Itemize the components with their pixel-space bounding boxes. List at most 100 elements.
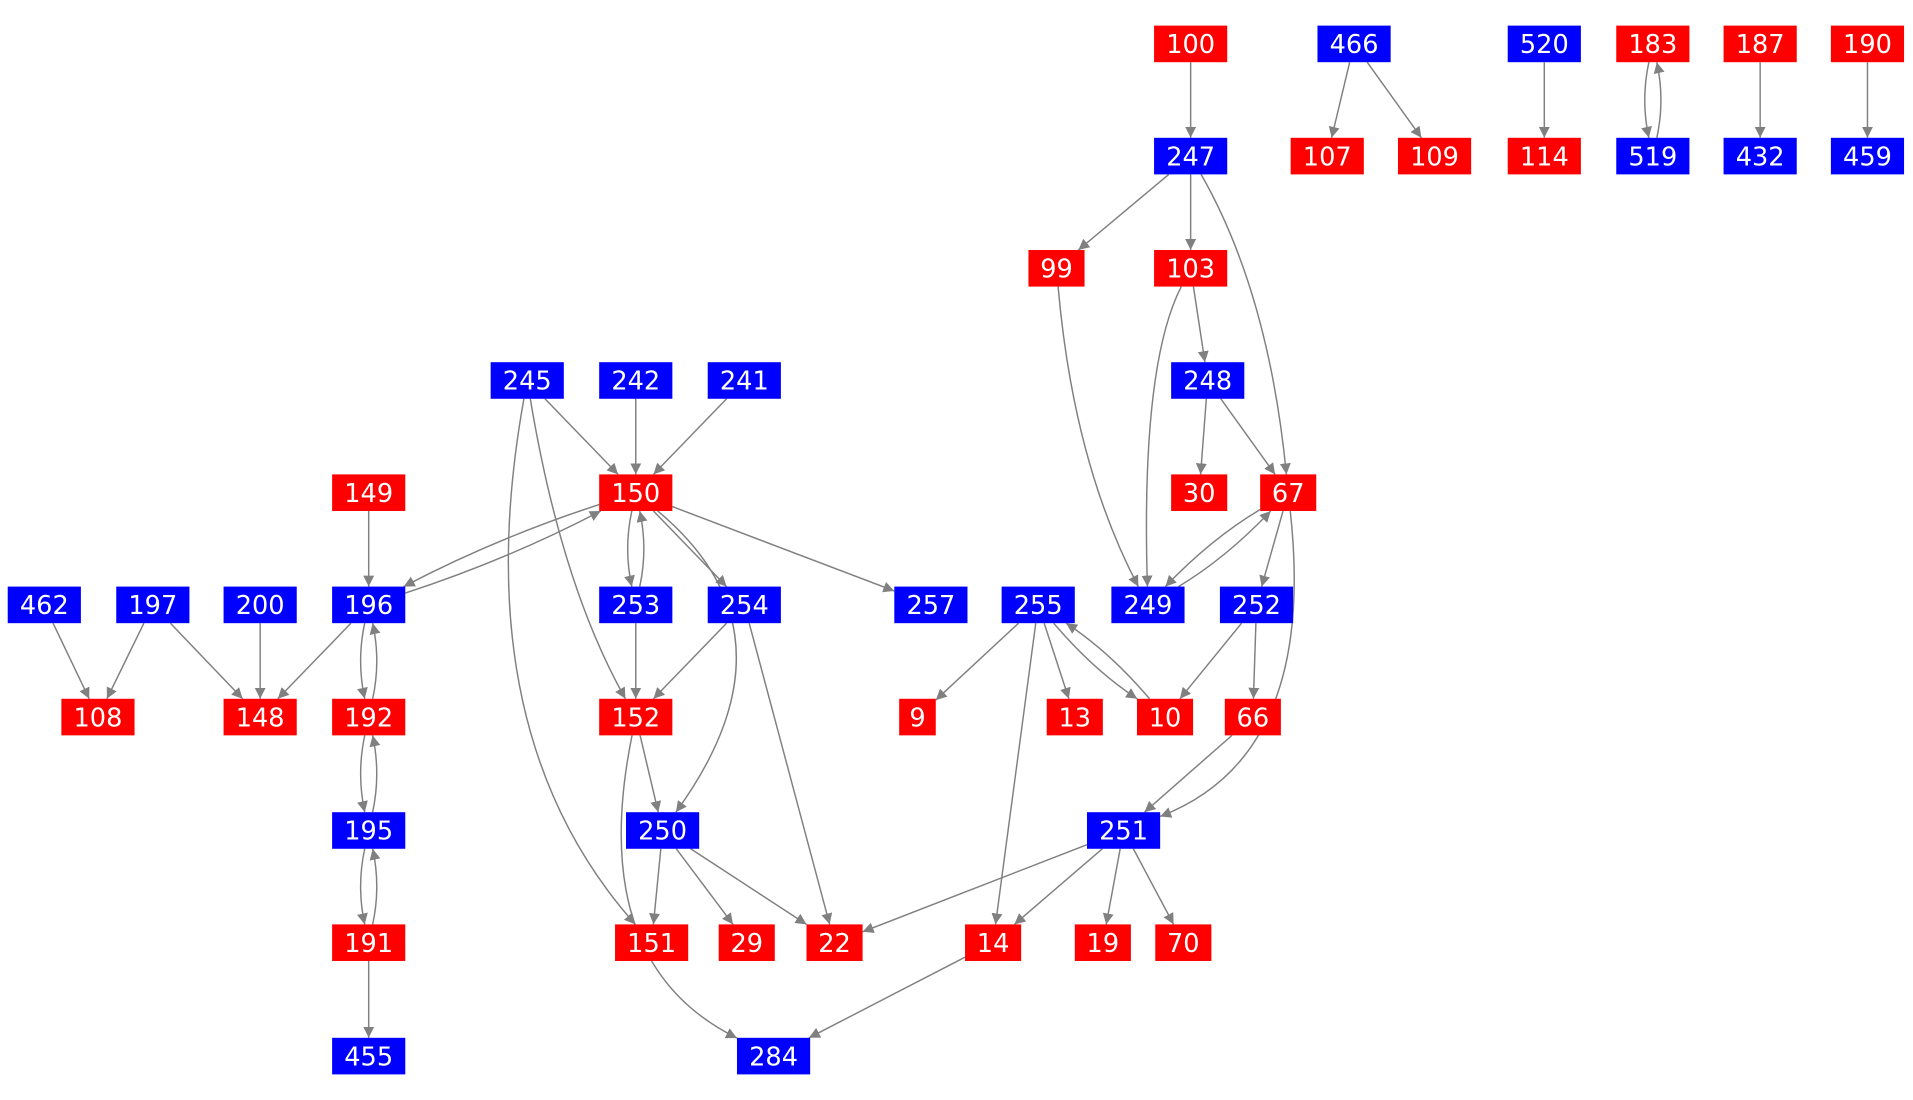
node-box (1001, 586, 1075, 624)
node-box (894, 586, 968, 624)
node-label: 241 (720, 367, 769, 397)
node-box (1155, 924, 1212, 961)
node-box (1171, 474, 1228, 511)
node-label: 149 (344, 479, 393, 509)
node-box (718, 924, 775, 961)
node-box (1028, 250, 1085, 287)
node-107: 107 (1290, 137, 1364, 175)
node-label: 10 (1149, 703, 1182, 733)
node-box (1046, 698, 1103, 736)
edge-152-to-250 (639, 735, 662, 813)
node-100: 100 (1154, 25, 1228, 63)
node-box (1290, 137, 1364, 175)
node-box (1616, 25, 1690, 63)
node-label: 109 (1410, 142, 1459, 172)
node-label: 249 (1124, 591, 1173, 621)
node-label: 70 (1167, 929, 1200, 959)
edge-197-to-148 (169, 622, 244, 700)
node-label: 254 (720, 591, 769, 621)
node-459: 459 (1830, 137, 1905, 175)
node-label: 108 (74, 703, 123, 733)
node-box (599, 362, 673, 399)
node-152: 152 (599, 698, 673, 736)
node-label: 196 (344, 591, 393, 621)
node-70: 70 (1155, 924, 1212, 961)
node-label: 150 (611, 479, 660, 509)
node-label: 114 (1520, 142, 1569, 172)
edge-10-to-255 (1065, 622, 1151, 700)
node-455: 455 (332, 1037, 406, 1075)
node-label: 22 (818, 929, 851, 959)
edge-255-to-13 (1043, 622, 1071, 700)
node-box (223, 586, 297, 624)
node-9: 9 (899, 698, 936, 736)
node-label: 252 (1232, 591, 1281, 621)
edge-245-to-152 (529, 398, 627, 700)
node-box (599, 474, 673, 511)
node-box (332, 924, 406, 961)
edge-66-to-251 (1143, 734, 1233, 813)
node-label: 257 (906, 591, 955, 621)
edge-250-to-29 (675, 848, 734, 925)
node-box (1224, 698, 1281, 736)
edge-251-to-14 (1013, 848, 1103, 925)
node-box (736, 1037, 811, 1075)
node-box (116, 586, 190, 624)
edge-150-to-254 (652, 510, 728, 588)
node-200: 200 (223, 586, 297, 624)
node-14: 14 (965, 924, 1022, 961)
node-151: 151 (615, 924, 689, 961)
node-label: 9 (909, 703, 925, 733)
node-label: 190 (1843, 30, 1892, 60)
node-box (332, 586, 406, 624)
node-99: 99 (1028, 250, 1085, 287)
node-label: 151 (627, 929, 676, 959)
node-label: 253 (611, 591, 660, 621)
node-box (599, 698, 673, 736)
node-box (1111, 586, 1185, 624)
edge-196-to-192 (357, 623, 368, 699)
node-253: 253 (599, 586, 673, 624)
node-192: 192 (332, 698, 406, 736)
node-box (1154, 25, 1228, 63)
edge-466-to-109 (1366, 61, 1423, 139)
node-box (332, 812, 406, 849)
edge-150-to-257 (672, 505, 895, 593)
edge-250-to-22 (690, 848, 807, 926)
edge-241-to-150 (652, 398, 728, 475)
node-box (1723, 25, 1797, 63)
edge-252-to-66 (1248, 623, 1260, 699)
node-box (1136, 698, 1194, 736)
edge-248-to-30 (1195, 398, 1208, 475)
edge-191-to-195 (369, 848, 381, 925)
node-249: 249 (1111, 586, 1185, 624)
node-label: 462 (20, 591, 69, 621)
edge-67-to-249 (1164, 508, 1261, 588)
node-box (899, 698, 936, 736)
edge-67-to-251 (1159, 510, 1295, 818)
node-label: 19 (1087, 929, 1120, 959)
node-box (1074, 924, 1131, 961)
edge-196-to-148 (277, 622, 352, 700)
node-box (1086, 812, 1161, 849)
node-box (965, 924, 1022, 961)
node-box (1830, 25, 1905, 63)
edges-layer (52, 61, 1873, 1039)
node-label: 200 (236, 591, 285, 621)
node-box (332, 1037, 406, 1075)
node-150: 150 (599, 474, 673, 511)
node-label: 100 (1166, 30, 1215, 60)
node-box (7, 586, 81, 624)
edge-192-to-196 (369, 623, 381, 699)
node-251: 251 (1086, 812, 1161, 849)
node-196: 196 (332, 586, 406, 624)
node-241: 241 (707, 362, 781, 399)
node-label: 432 (1736, 142, 1785, 172)
edge-103-to-249 (1141, 286, 1182, 587)
edge-196-to-150 (405, 510, 602, 594)
edge-254-to-152 (652, 622, 728, 700)
edge-14-to-284 (808, 956, 966, 1039)
node-box (1830, 137, 1905, 175)
edge-248-to-67 (1220, 398, 1276, 475)
